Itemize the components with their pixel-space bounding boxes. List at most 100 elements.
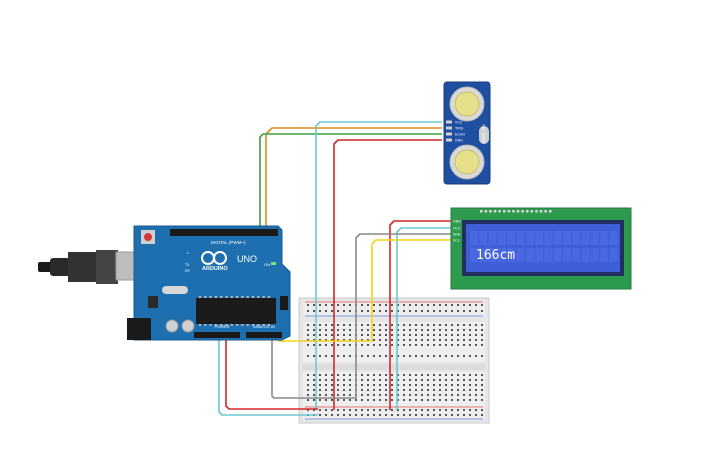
breadboard-hole [325, 329, 327, 331]
breadboard-hole [397, 374, 399, 376]
breadboard-hole [433, 344, 435, 346]
breadboard-hole [337, 310, 339, 312]
breadboard-hole [343, 344, 345, 346]
breadboard-hole [337, 329, 339, 331]
breadboard-hole [427, 389, 429, 391]
breadboard-hole [313, 334, 315, 336]
breadboard-hole [439, 409, 441, 411]
breadboard-hole [463, 379, 465, 381]
power-header[interactable] [194, 332, 240, 338]
breadboard-hole [409, 389, 411, 391]
breadboard-hole [343, 399, 345, 401]
breadboard-hole [331, 399, 333, 401]
sensor-pin[interactable] [446, 132, 452, 136]
breadboard-hole [403, 324, 405, 326]
breadboard-hole [451, 339, 453, 341]
breadboard-hole [475, 329, 477, 331]
sensor-pin[interactable] [446, 126, 452, 130]
analog-header[interactable] [246, 332, 282, 338]
atmega-chip [196, 298, 276, 324]
breadboard-hole [421, 399, 423, 401]
breadboard-hole [379, 384, 381, 386]
breadboard-hole [439, 374, 441, 376]
breadboard-hole [415, 384, 417, 386]
lcd-cell [488, 248, 497, 262]
breadboard-hole [385, 339, 387, 341]
breadboard-hole [379, 304, 381, 306]
breadboard-hole [475, 399, 477, 401]
power-jack[interactable] [127, 318, 151, 340]
breadboard-hole [397, 384, 399, 386]
chip-pin [252, 296, 254, 298]
lcd-cell [581, 231, 590, 245]
breadboard-hole [391, 374, 393, 376]
breadboard-hole [433, 389, 435, 391]
chip-pin [246, 296, 249, 298]
lcd-header-pin [549, 210, 552, 213]
breadboard-hole [433, 310, 435, 312]
icsp-header [280, 296, 288, 310]
lcd-cell [479, 248, 488, 262]
breadboard-hole [421, 394, 423, 396]
breadboard-hole [319, 355, 321, 357]
breadboard-hole [451, 310, 453, 312]
lcd-pin-label: SCL [453, 239, 460, 243]
breadboard-hole [481, 374, 483, 376]
lcd-header-pin [512, 210, 515, 213]
sensor-pin-label: ECHO [455, 133, 465, 137]
sensor-pin[interactable] [446, 138, 452, 142]
breadboard-hole [313, 374, 315, 376]
lcd-cell [609, 231, 618, 245]
breadboard-hole [385, 389, 387, 391]
breadboard-hole [349, 409, 351, 411]
lcd-header-pin [544, 210, 547, 213]
breadboard-hole [469, 414, 471, 416]
breadboard-hole [445, 304, 447, 306]
sensor-pin-label: TRIG [455, 127, 464, 131]
arduino-uno-board[interactable]: DIGITAL (PWM~) ARDUINO UNO ON L TX RX PO… [127, 225, 291, 341]
breadboard-hole [313, 344, 315, 346]
lcd-cell [516, 231, 525, 245]
arduino-brand-label: ARDUINO [202, 266, 228, 272]
breadboard-hole [343, 310, 345, 312]
breadboard-hole [337, 414, 339, 416]
breadboard-hole [415, 304, 417, 306]
breadboard-hole [451, 409, 453, 411]
breadboard-hole [361, 384, 363, 386]
breadboard-hole [457, 389, 459, 391]
breadboard-hole [439, 310, 441, 312]
breadboard-hole [337, 334, 339, 336]
breadboard-hole [463, 310, 465, 312]
breadboard-hole [313, 355, 315, 357]
breadboard-hole [397, 310, 399, 312]
breadboard-hole [415, 344, 417, 346]
breadboard-hole [463, 389, 465, 391]
breadboard-hole [439, 339, 441, 341]
lcd-cell [470, 231, 478, 245]
breadboard-hole [469, 379, 471, 381]
breadboard-hole [391, 389, 393, 391]
breadboard[interactable] [298, 297, 490, 424]
lcd-header-pin [521, 210, 524, 213]
breadboard-hole [451, 389, 453, 391]
lcd-pin-label: GND [453, 220, 461, 224]
breadboard-hole [337, 344, 339, 346]
breadboard-hole [367, 374, 369, 376]
breadboard-hole [451, 384, 453, 386]
breadboard-hole [319, 310, 321, 312]
breadboard-hole [475, 389, 477, 391]
reset-button-cap[interactable] [144, 233, 152, 241]
breadboard-hole [349, 339, 351, 341]
breadboard-holes [307, 304, 483, 416]
breadboard-hole [457, 334, 459, 336]
sensor-pin[interactable] [446, 120, 452, 124]
digital-header[interactable] [170, 229, 278, 236]
breadboard-hole [319, 329, 321, 331]
breadboard-hole [457, 324, 459, 326]
breadboard-hole [343, 389, 345, 391]
sensor-receiver-mesh [454, 149, 480, 175]
